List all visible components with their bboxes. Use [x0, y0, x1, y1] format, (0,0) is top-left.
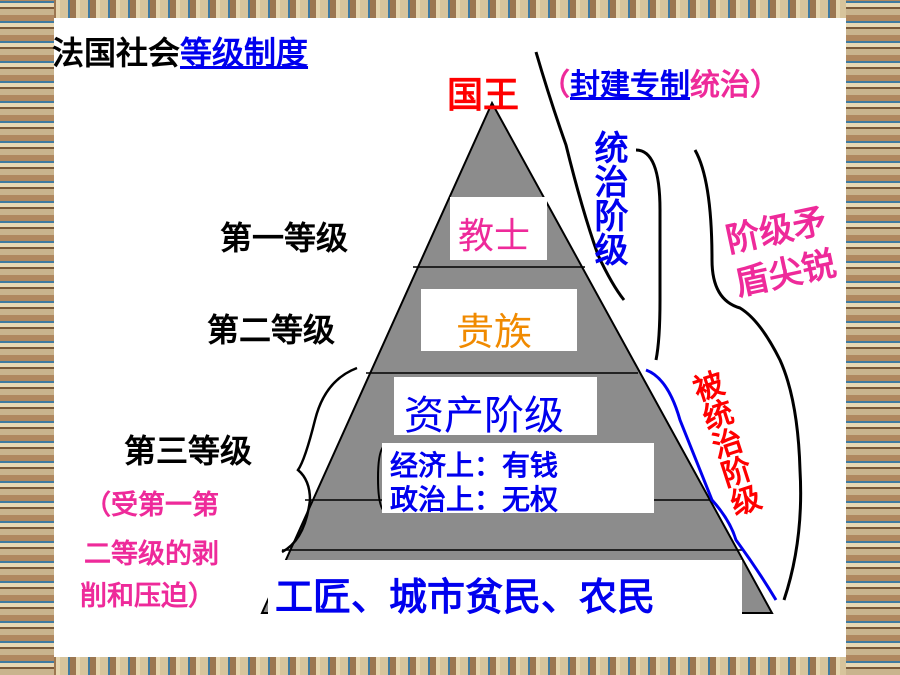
bottom-group: 工匠、城市贫民、农民: [275, 575, 656, 619]
bourgeois-detail-box: [382, 443, 654, 513]
frame-left-border: [0, 0, 54, 675]
frame-bottom-border: [0, 657, 900, 675]
brace-king: [534, 51, 626, 301]
tier-2-group: 贵族: [456, 310, 533, 354]
brace-ruled: [645, 368, 778, 601]
frame-right-border: [846, 0, 900, 675]
tier-1-group: 教士: [458, 216, 531, 257]
bourgeois-detail-line2: 政治上：无权: [390, 483, 559, 516]
tier-3-group: 资产阶级: [404, 393, 564, 439]
ruling-class-label: 统治阶级: [588, 130, 628, 266]
tier-1-box: [450, 197, 547, 260]
tier-2-box: [421, 289, 577, 351]
brace-conflict: [693, 149, 803, 601]
king-note-open: （: [540, 68, 570, 103]
brace-ruling: [635, 148, 662, 361]
king-note-underlined: 封建专制: [570, 68, 690, 103]
third-estate-note-line2: 二等级的剥: [84, 539, 219, 570]
tier-3-box: [394, 377, 597, 435]
frame-top-border: [0, 0, 900, 18]
king-note-rest: 统治: [690, 68, 750, 103]
third-estate-note-line1: （受第一第: [84, 490, 219, 521]
bourgeois-detail-line1: 经济上：有钱: [390, 449, 559, 482]
title-prefix: 法国社会: [52, 34, 181, 72]
brace-third-estate: [281, 366, 358, 554]
king-note: （封建专制统治）: [540, 60, 780, 104]
king-note-close: ）: [750, 68, 780, 103]
conflict-text: 阶级矛盾尖锐: [722, 200, 840, 305]
tier-1-level: 第一等级: [220, 219, 349, 257]
pyramid-shape: [260, 100, 774, 614]
tier-3-level: 第三等级: [124, 432, 253, 470]
title-highlight: 等级制度: [180, 34, 309, 72]
third-estate-note-line3: 削和压迫）: [80, 581, 215, 612]
bottom-group-box: [268, 560, 742, 615]
king-label: 国王: [447, 75, 520, 116]
page-title: 法国社会等级制度: [52, 28, 308, 74]
tier-2-level: 第二等级: [207, 311, 336, 349]
